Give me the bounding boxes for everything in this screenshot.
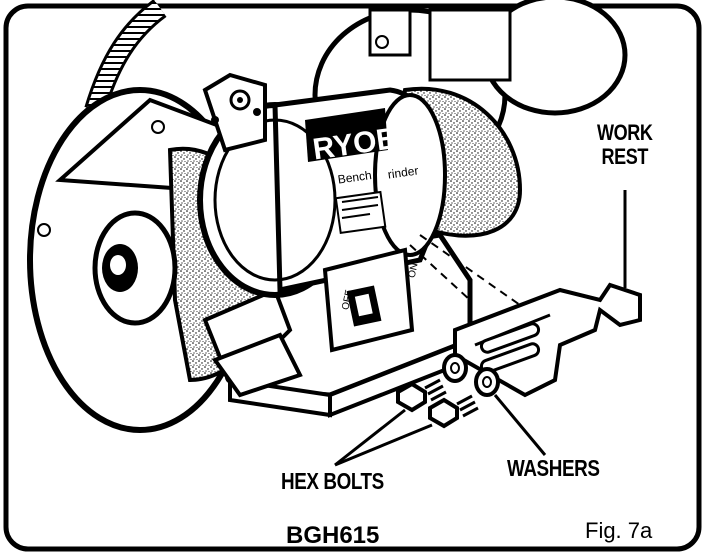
leader-lines [334, 190, 627, 467]
outer-border [3, 3, 702, 552]
motor-housing [197, 72, 447, 298]
switch-on-label: ON [407, 262, 421, 279]
work-rest-line-1: WORK [597, 120, 653, 145]
work-rest-callout: WORK REST [597, 120, 653, 169]
product-label-left: Bench [337, 168, 373, 187]
product-label-right: rinder [387, 163, 419, 181]
work-rest-bracket [453, 282, 642, 398]
left-tool-rest [202, 287, 303, 398]
washers-callout: WASHERS [507, 455, 600, 481]
alignment-lines [409, 234, 521, 306]
left-wheel-hub [92, 210, 178, 326]
hex-bolt-parts [396, 378, 479, 429]
switch-off-label: OFF [340, 289, 355, 311]
work-rest-line-2: REST [601, 144, 648, 169]
model-number: BGH615 [286, 522, 380, 549]
figure-number: Fig. 7a [585, 518, 653, 543]
brand-band: RYOBI Bench rinder [305, 108, 419, 187]
hex-bolts-callout: HEX BOLTS [281, 468, 384, 494]
power-switch: OFF ON [322, 247, 421, 353]
lamp-hose [84, 0, 167, 114]
washer-parts [442, 353, 500, 397]
